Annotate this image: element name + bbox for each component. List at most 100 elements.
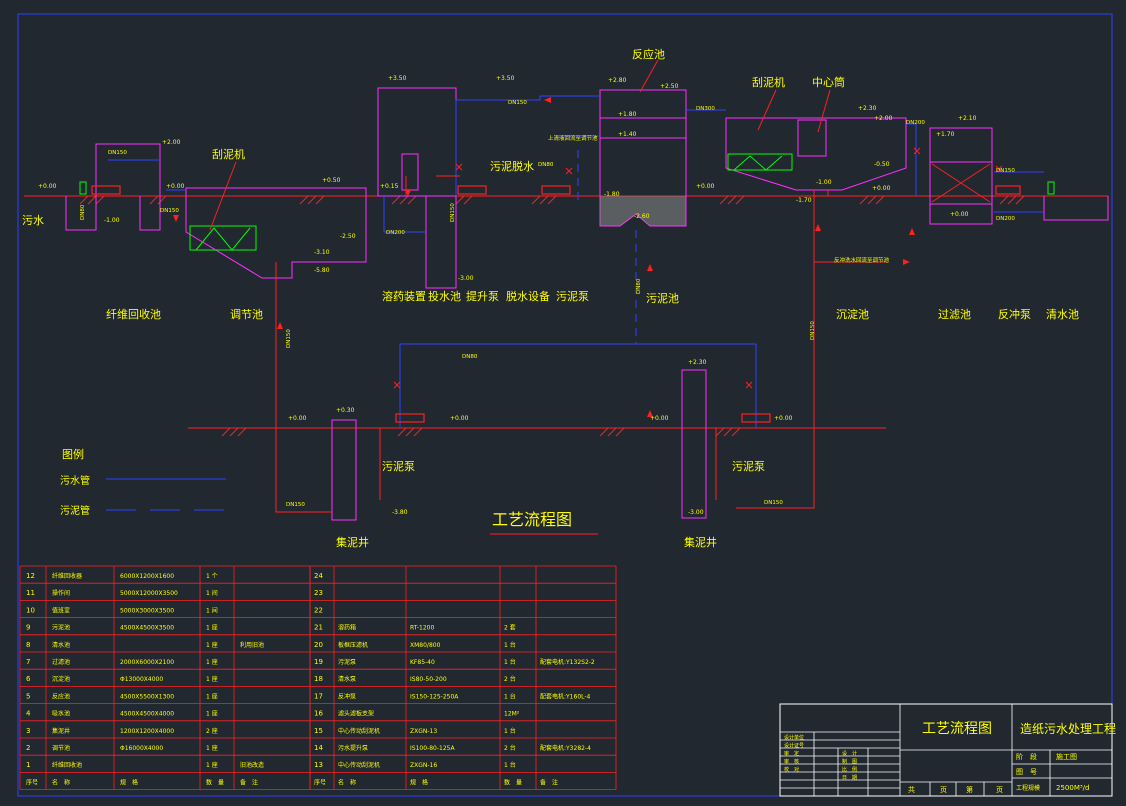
bom-header-left: 规 格 <box>120 778 138 786</box>
elev-21: +2.00 <box>874 115 893 122</box>
bom-left-cell: 操作间 <box>52 589 70 597</box>
tb-sheet-4: 页 <box>996 786 1003 794</box>
unit-label-14: 污泥泵 <box>732 460 765 473</box>
elev-12: -3.00 <box>458 275 474 282</box>
pipe-label-17: DN150 <box>764 500 783 506</box>
scraper-1 <box>189 225 257 251</box>
elev-4: +0.00 <box>166 183 185 190</box>
sludge-well-left <box>331 419 357 521</box>
bom-left-cell: 1200X1200X4000 <box>120 728 174 735</box>
bom-left-cell: 9 <box>26 624 30 632</box>
elev-34: +0.00 <box>650 415 669 422</box>
elev-16: +1.40 <box>618 131 637 138</box>
label-scraper-2: 刮泥机 <box>752 75 785 89</box>
bom-left-cell: 污泥池 <box>52 624 70 632</box>
tb-drawing-no-label: 图 号 <box>1016 768 1037 776</box>
tb-stage-label: 阶 段 <box>1016 752 1037 761</box>
pipe-label-14: DN150 <box>286 502 305 508</box>
bom-right-cell: 滤头滤板支架 <box>338 710 374 718</box>
pipe-label-5: DN150 <box>450 203 456 222</box>
elev-9: +3.50 <box>388 75 407 82</box>
unit-label-2: 调节池 <box>230 308 263 321</box>
unit-label-16: 集泥井 <box>684 535 717 549</box>
bom-left-cell: 反应池 <box>52 692 70 700</box>
bom-right-cell: 配套电机:Y3282-4 <box>540 744 591 752</box>
bom-right-cell: 22 <box>314 606 323 614</box>
bom-right-cell: IS100-80-125A <box>410 745 455 752</box>
pipe-label-4: DN200 <box>386 230 405 236</box>
sludge-well-right <box>681 369 707 519</box>
elev-26: +2.10 <box>958 115 977 122</box>
bom-right-cell: 1 台 <box>504 761 516 769</box>
unit-label-11: 反冲泵 <box>998 307 1031 321</box>
bom-left-cell: Φ13000X4000 <box>120 676 163 683</box>
tb-project-name: 造纸污水处理工程 <box>1020 721 1116 736</box>
bom-right-cell: 16 <box>314 710 323 718</box>
bom-right-cell: 12M² <box>504 711 520 718</box>
pipe-label-16: DN150 <box>810 321 816 340</box>
pipe-label-15: DN80 <box>636 278 642 294</box>
bom-left-cell: 12 <box>26 572 35 580</box>
screen-2 <box>1047 181 1055 195</box>
bom-header-left: 数 量 <box>206 778 224 786</box>
reaction-pool-sediment <box>600 196 686 226</box>
bom-left-cell: 利用旧池 <box>240 641 264 649</box>
equipment <box>79 153 1055 251</box>
elev-35: +0.00 <box>774 415 793 422</box>
elev-15: +1.80 <box>618 111 637 118</box>
bom-left-cell: 2 座 <box>206 727 218 735</box>
tb-sign-3: 审 定 <box>784 750 799 757</box>
bom-left-cell: 1 座 <box>206 692 218 700</box>
bom-right-cell: 14 <box>314 744 323 752</box>
elev-11: +0.15 <box>380 183 399 190</box>
bom-left-cell: 旧池改造 <box>240 761 264 769</box>
bom-right-cell: 1 台 <box>504 641 516 649</box>
tb-sign-4: 审 核 <box>784 758 799 765</box>
bom-left-cell: 4500X5500X1300 <box>120 693 174 700</box>
bom-left-cell: 8 <box>26 641 30 649</box>
pipe-label-2: DN80 <box>80 204 86 220</box>
bom-left-cell: 1 座 <box>206 761 218 769</box>
bom-left-cell: 4500X4500X4000 <box>120 711 174 718</box>
bom-left-cell: 6000X1200X1600 <box>120 573 174 580</box>
elev-30: +0.30 <box>336 407 355 414</box>
bom-header-right: 规 格 <box>410 778 428 786</box>
tb-sign-r4: 日 期 <box>842 775 857 781</box>
elev-19: +0.00 <box>696 183 715 190</box>
ground-lines <box>24 195 1108 429</box>
elev-27: +1.70 <box>936 131 955 138</box>
bom-right-cell: 反冲泵 <box>338 692 356 700</box>
elev-20: +2.30 <box>858 105 877 112</box>
elev-25: -1.70 <box>796 197 812 204</box>
bom-left-cell: 1 座 <box>206 675 218 683</box>
pipe-label-6: DN150 <box>508 100 527 106</box>
pipe-label-13: DN80 <box>462 354 478 360</box>
bom-right-cell: 污水提升泵 <box>338 744 368 752</box>
outer-frame <box>17 13 1113 797</box>
pumps <box>91 185 1021 423</box>
bom-left-cell: 5 <box>26 692 30 700</box>
label-backwash: 反冲洗水回流至调节池 <box>834 256 890 264</box>
unit-label-8: 污泥池 <box>646 292 679 305</box>
label-upper-lamella: 上清液回流至调节池 <box>548 134 598 142</box>
drawing-title: 工艺流程图 <box>492 510 572 529</box>
bom-right-cell: 配套电机:Y160L-4 <box>540 692 591 700</box>
unit-label-4: 投水池 <box>428 289 461 303</box>
sedimentation-tank <box>725 117 907 191</box>
unit-label-7: 污泥泵 <box>556 290 589 303</box>
pipe-size-labels: DN150 DN80 DN150 DN200 DN150 DN150 DN80 … <box>80 100 1015 508</box>
tb-sheet-3: 第 <box>966 785 973 794</box>
elev-22: -0.50 <box>874 161 890 168</box>
title-block: 工艺流程图 造纸污水处理工程 设计单位 设计证号 审 定 审 核 校 对 设 计… <box>779 703 1116 797</box>
bom-left-cell: 调节池 <box>52 744 70 752</box>
elev-17: -1.80 <box>604 191 620 198</box>
bom-right-cell: 中心传动刮泥机 <box>338 761 380 769</box>
pipe-label-3: DN150 <box>160 208 179 214</box>
sludge-pipes <box>275 175 888 513</box>
bom-right-cell: ZXGN-16 <box>410 762 437 769</box>
bom-right-cell: 21 <box>314 624 323 632</box>
tb-sign-r2: 制 图 <box>842 758 857 765</box>
unit-label-3: 溶药装置 <box>382 289 426 303</box>
